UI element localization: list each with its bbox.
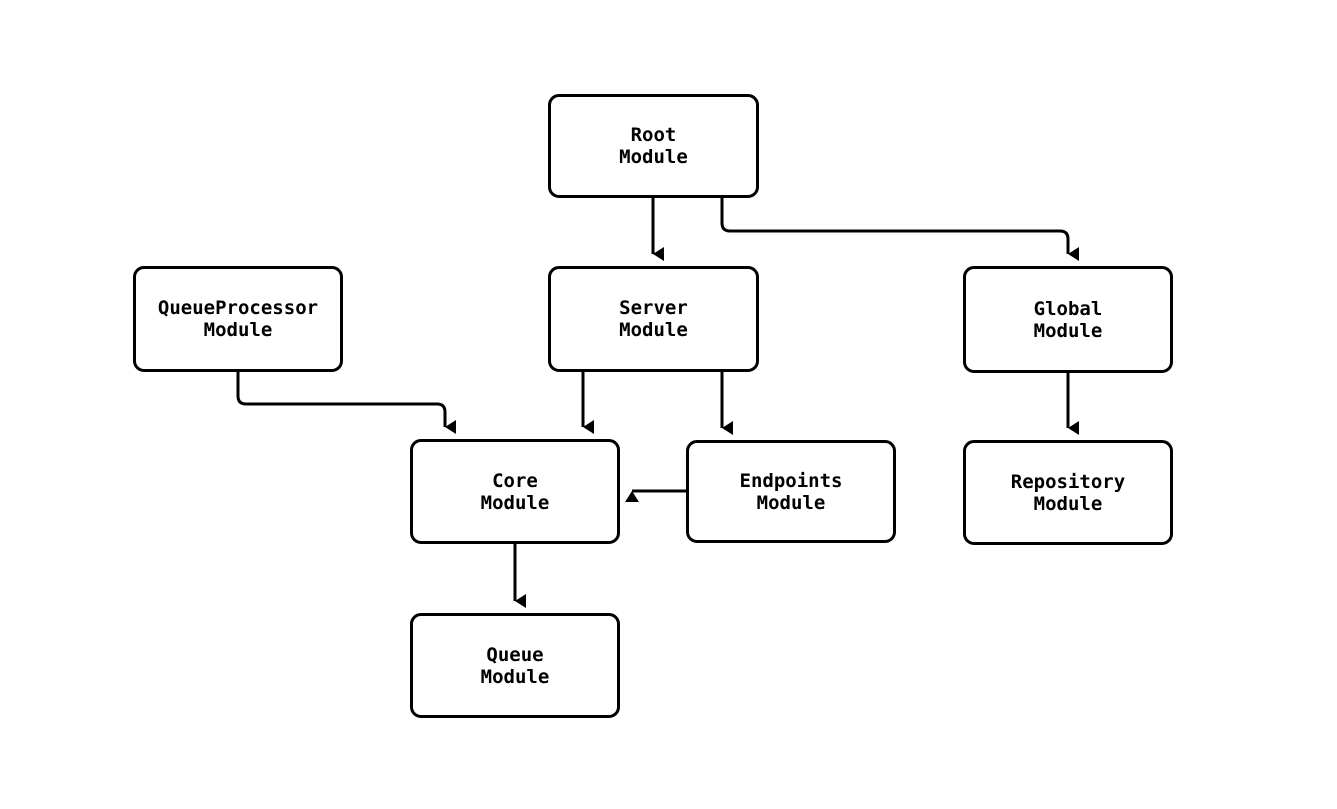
node-global-label-line2: Module bbox=[1033, 319, 1103, 342]
node-queue[interactable]: Queue Module bbox=[410, 613, 620, 718]
node-queueprocessor-label-line2: Module bbox=[203, 319, 273, 341]
node-root-label-line1: Root bbox=[630, 124, 677, 146]
node-queueprocessor-label-line1: QueueProcessor bbox=[157, 297, 319, 319]
node-server[interactable]: Server Module bbox=[548, 266, 759, 372]
node-queue-label-line2: Module bbox=[480, 665, 550, 688]
node-server-label-line1: Server bbox=[619, 297, 688, 319]
node-queue-label-line1: Queue bbox=[486, 643, 544, 666]
node-repository[interactable]: Repository Module bbox=[963, 440, 1173, 545]
node-root-label-line2: Module bbox=[619, 146, 688, 168]
node-repository-label-line1: Repository bbox=[1010, 470, 1126, 493]
node-endpoints-label-line2: Module bbox=[756, 491, 826, 514]
node-core-label-line2: Module bbox=[480, 491, 550, 514]
node-root[interactable]: Root Module bbox=[548, 94, 759, 198]
edge-root-global bbox=[720, 198, 1079, 261]
node-queueprocessor[interactable]: QueueProcessor Module bbox=[133, 266, 343, 372]
node-global-label-line1: Global bbox=[1033, 297, 1103, 320]
edge-queueprocessor-core bbox=[236, 372, 456, 434]
node-server-label-line2: Module bbox=[619, 319, 688, 341]
node-repository-label-line2: Module bbox=[1033, 492, 1103, 515]
node-endpoints[interactable]: Endpoints Module bbox=[686, 440, 896, 543]
node-endpoints-label-line1: Endpoints bbox=[739, 469, 843, 492]
node-core[interactable]: Core Module bbox=[410, 439, 620, 544]
node-core-label-line1: Core bbox=[492, 469, 538, 492]
node-global[interactable]: Global Module bbox=[963, 266, 1173, 373]
